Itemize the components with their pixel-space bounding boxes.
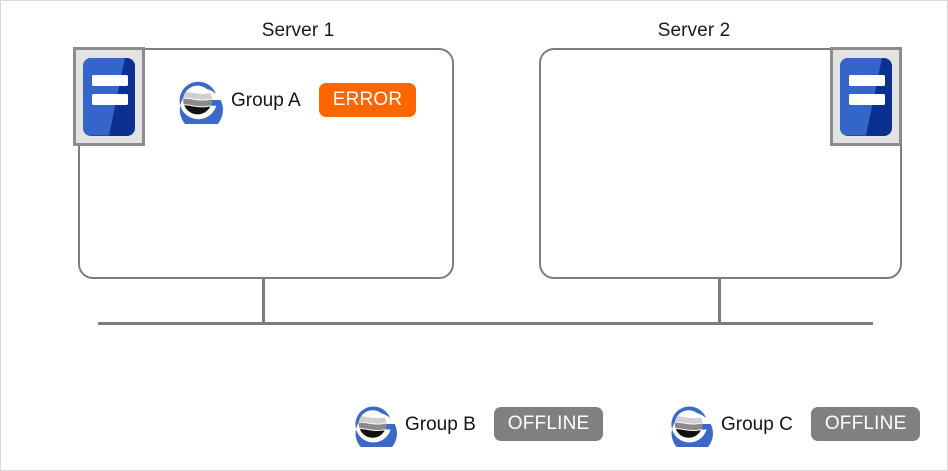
group-a-row[interactable]: Group A ERROR xyxy=(175,76,417,124)
server-1-title: Server 1 xyxy=(261,20,335,41)
group-c-label: Group C xyxy=(721,413,793,435)
server-1-container[interactable]: Group A ERROR xyxy=(78,48,454,279)
server-icon-bar-top xyxy=(92,74,128,86)
server-2-title: Server 2 xyxy=(657,20,731,41)
group-b-row[interactable]: Group B OFFLINE xyxy=(351,401,604,447)
group-b-label: Group B xyxy=(405,413,476,435)
group-globe-logo-icon xyxy=(355,406,397,447)
group-a-label: Group A xyxy=(231,89,301,111)
group-a-status-badge[interactable]: ERROR xyxy=(318,83,417,117)
server-2-network-drop-line xyxy=(718,278,721,324)
group-c-status-badge[interactable]: OFFLINE xyxy=(810,407,921,441)
server-1-machine-icon[interactable] xyxy=(73,47,145,146)
server-2-machine-icon[interactable] xyxy=(830,47,902,146)
group-b-status-badge[interactable]: OFFLINE xyxy=(493,407,604,441)
group-globe-logo-icon xyxy=(671,406,713,447)
server-icon-bar-bottom xyxy=(849,93,885,105)
server-1-network-drop-line xyxy=(262,278,265,324)
server-icon-body xyxy=(83,57,135,136)
network-bus-line xyxy=(98,322,873,325)
server-icon-bar-bottom xyxy=(92,93,128,105)
group-c-row[interactable]: Group C OFFLINE xyxy=(667,401,921,447)
server-icon-bar-top xyxy=(849,74,885,86)
group-globe-logo-icon xyxy=(179,81,223,124)
server-icon-body xyxy=(840,57,892,136)
